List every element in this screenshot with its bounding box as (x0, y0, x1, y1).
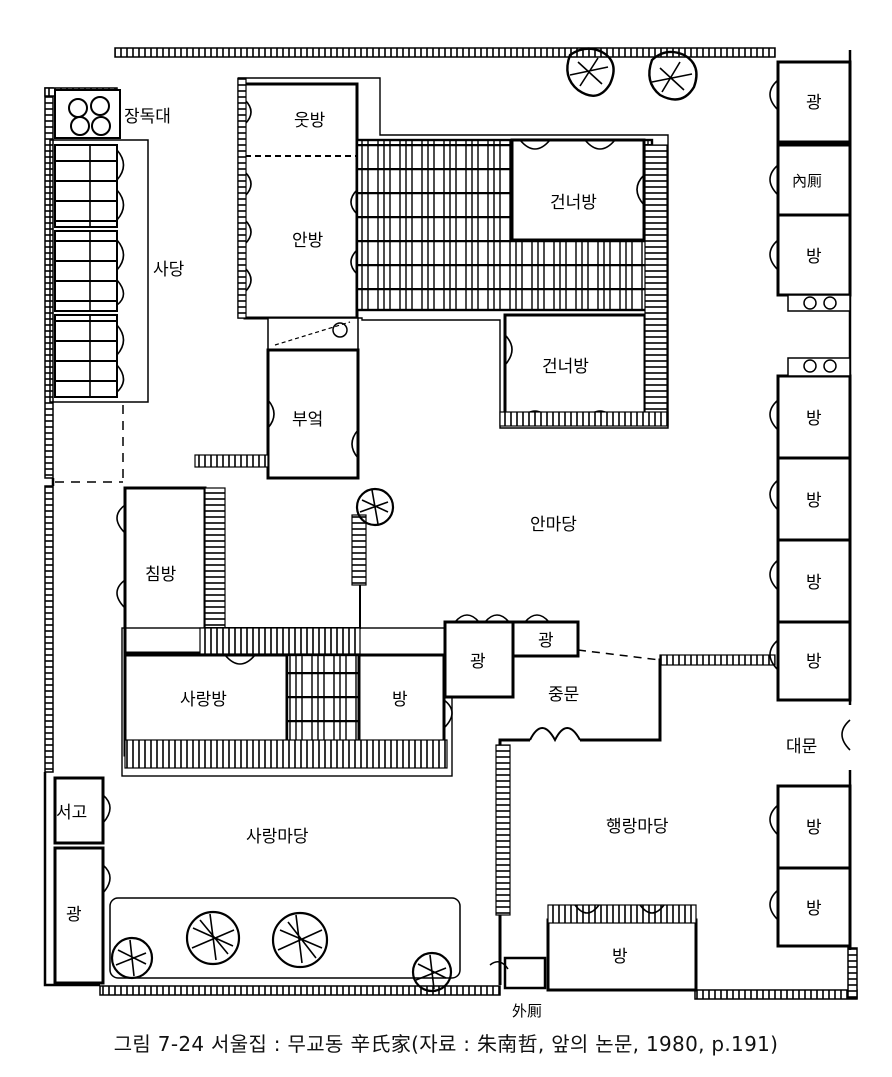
label-gwang-right-top: 광 (806, 93, 822, 113)
label-bang-r5: 방 (806, 652, 822, 672)
label-bang-r4: 방 (806, 573, 822, 593)
center-storage (443, 614, 661, 699)
label-gwang-left: 광 (66, 905, 82, 925)
label-bang-r2: 방 (806, 409, 822, 429)
inner-wall-hatch (659, 654, 776, 666)
right-small-fixtures (787, 294, 851, 377)
label-bang-r6: 방 (806, 818, 822, 838)
label-bang-center: 방 (392, 690, 408, 710)
anchae-building (237, 77, 669, 429)
label-gwang-center-2: 광 (538, 631, 554, 651)
label-bang-r3: 방 (806, 491, 822, 511)
label-jungmun: 중문 (548, 685, 579, 705)
label-haengrangmadang: 행랑마당 (606, 817, 669, 837)
label-gwang-center-1: 광 (470, 652, 486, 672)
label-geonneobang-2: 건너방 (542, 357, 589, 377)
jangdokdae-area (54, 89, 121, 139)
label-sarangbang: 사랑방 (180, 690, 227, 710)
garden-bed (109, 897, 461, 979)
label-seogo: 서고 (56, 803, 87, 823)
label-sarangmadang: 사랑마당 (246, 827, 309, 847)
label-bang-r1: 방 (806, 247, 822, 267)
label-geonneobang-1: 건너방 (550, 193, 597, 213)
left-bottom-doors (102, 794, 111, 894)
label-daemun: 대문 (786, 737, 817, 757)
right-rooms (776, 60, 852, 948)
label-naecheuk: 內厠 (792, 172, 822, 190)
inner-wall-hatch-v (495, 744, 511, 916)
figure-caption: 그림 7-24 서울집 : 무교동 辛氏家(자료 : 朱南哲, 앞의 논문, 1… (113, 1032, 779, 1056)
label-sadang: 사당 (153, 260, 185, 280)
left-bottom-rooms (53, 776, 105, 985)
right-room-doors (769, 79, 851, 921)
label-utbang: 웃방 (294, 111, 326, 131)
bueok-building (194, 317, 360, 480)
label-bang-r7: 방 (806, 899, 822, 919)
label-jangdokdae: 장독대 (124, 107, 171, 127)
label-oecheuk: 外厠 (512, 1002, 542, 1020)
trees (110, 47, 698, 993)
label-chimbang: 침방 (145, 565, 177, 585)
bottom-room (489, 904, 698, 992)
label-bueok: 부엌 (292, 410, 323, 430)
sadang-building (49, 139, 149, 403)
floor-plan: 장독대 사당 웃방 안방 건너방 건너방 부엌 침방 사랑방 방 광 광 중문 … (43, 47, 858, 1020)
label-anmadang: 안마당 (530, 515, 577, 535)
label-anbang: 안방 (292, 231, 324, 251)
sarangchae-building (116, 486, 453, 777)
label-bang-bottom: 방 (612, 947, 628, 967)
